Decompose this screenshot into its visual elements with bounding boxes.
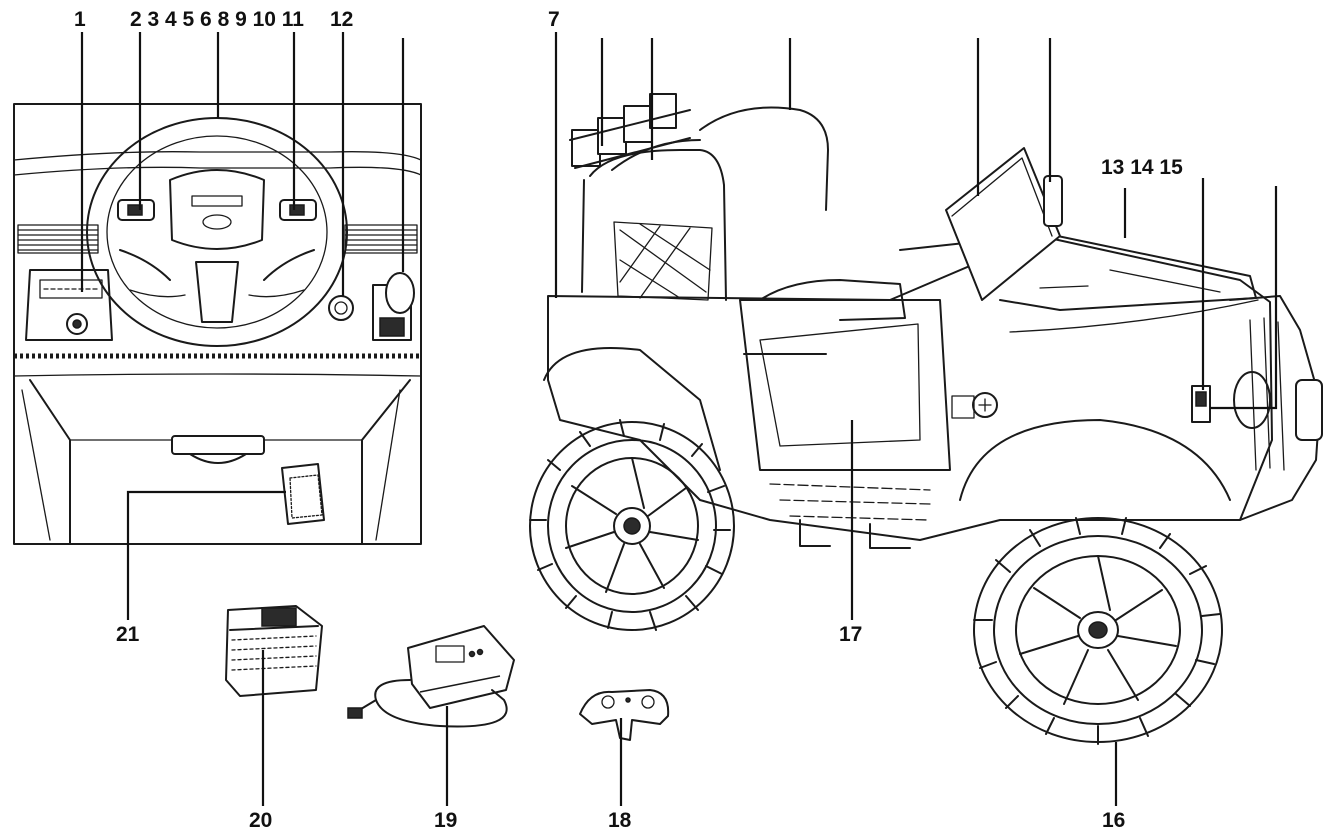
front-wheel <box>973 517 1223 745</box>
dashboard-leader-lines <box>80 32 405 620</box>
callout-12: 12 <box>330 8 354 31</box>
callout-21: 21 <box>116 623 140 646</box>
callout-group-13-15: 13 14 15 <box>1101 156 1183 179</box>
remote-control <box>579 689 670 741</box>
callout-group-2-11: 2 3 4 5 6 8 9 10 11 <box>130 8 304 31</box>
start-button <box>328 295 354 321</box>
battery-charger <box>347 625 515 728</box>
callout-7: 7 <box>548 8 560 31</box>
callout-1: 1 <box>74 8 86 31</box>
car-leader-lines <box>554 32 1278 806</box>
callout-19: 19 <box>434 809 458 832</box>
footwell <box>13 373 422 545</box>
dashboard-screen <box>25 269 113 341</box>
callout-17: 17 <box>839 623 863 646</box>
gear-shifter <box>372 272 415 341</box>
left-air-vent <box>17 224 99 254</box>
callout-18: 18 <box>608 809 632 832</box>
steering-wheel <box>86 117 348 347</box>
ride-on-car <box>543 93 1323 549</box>
right-air-vent <box>344 224 418 254</box>
foot-pedal <box>281 463 325 525</box>
dashboard-inset <box>13 103 422 545</box>
battery <box>225 605 323 697</box>
callout-20: 20 <box>249 809 273 832</box>
accessory-leader-lines <box>261 650 623 806</box>
callout-16: 16 <box>1102 809 1126 832</box>
rear-wheel <box>529 419 735 631</box>
